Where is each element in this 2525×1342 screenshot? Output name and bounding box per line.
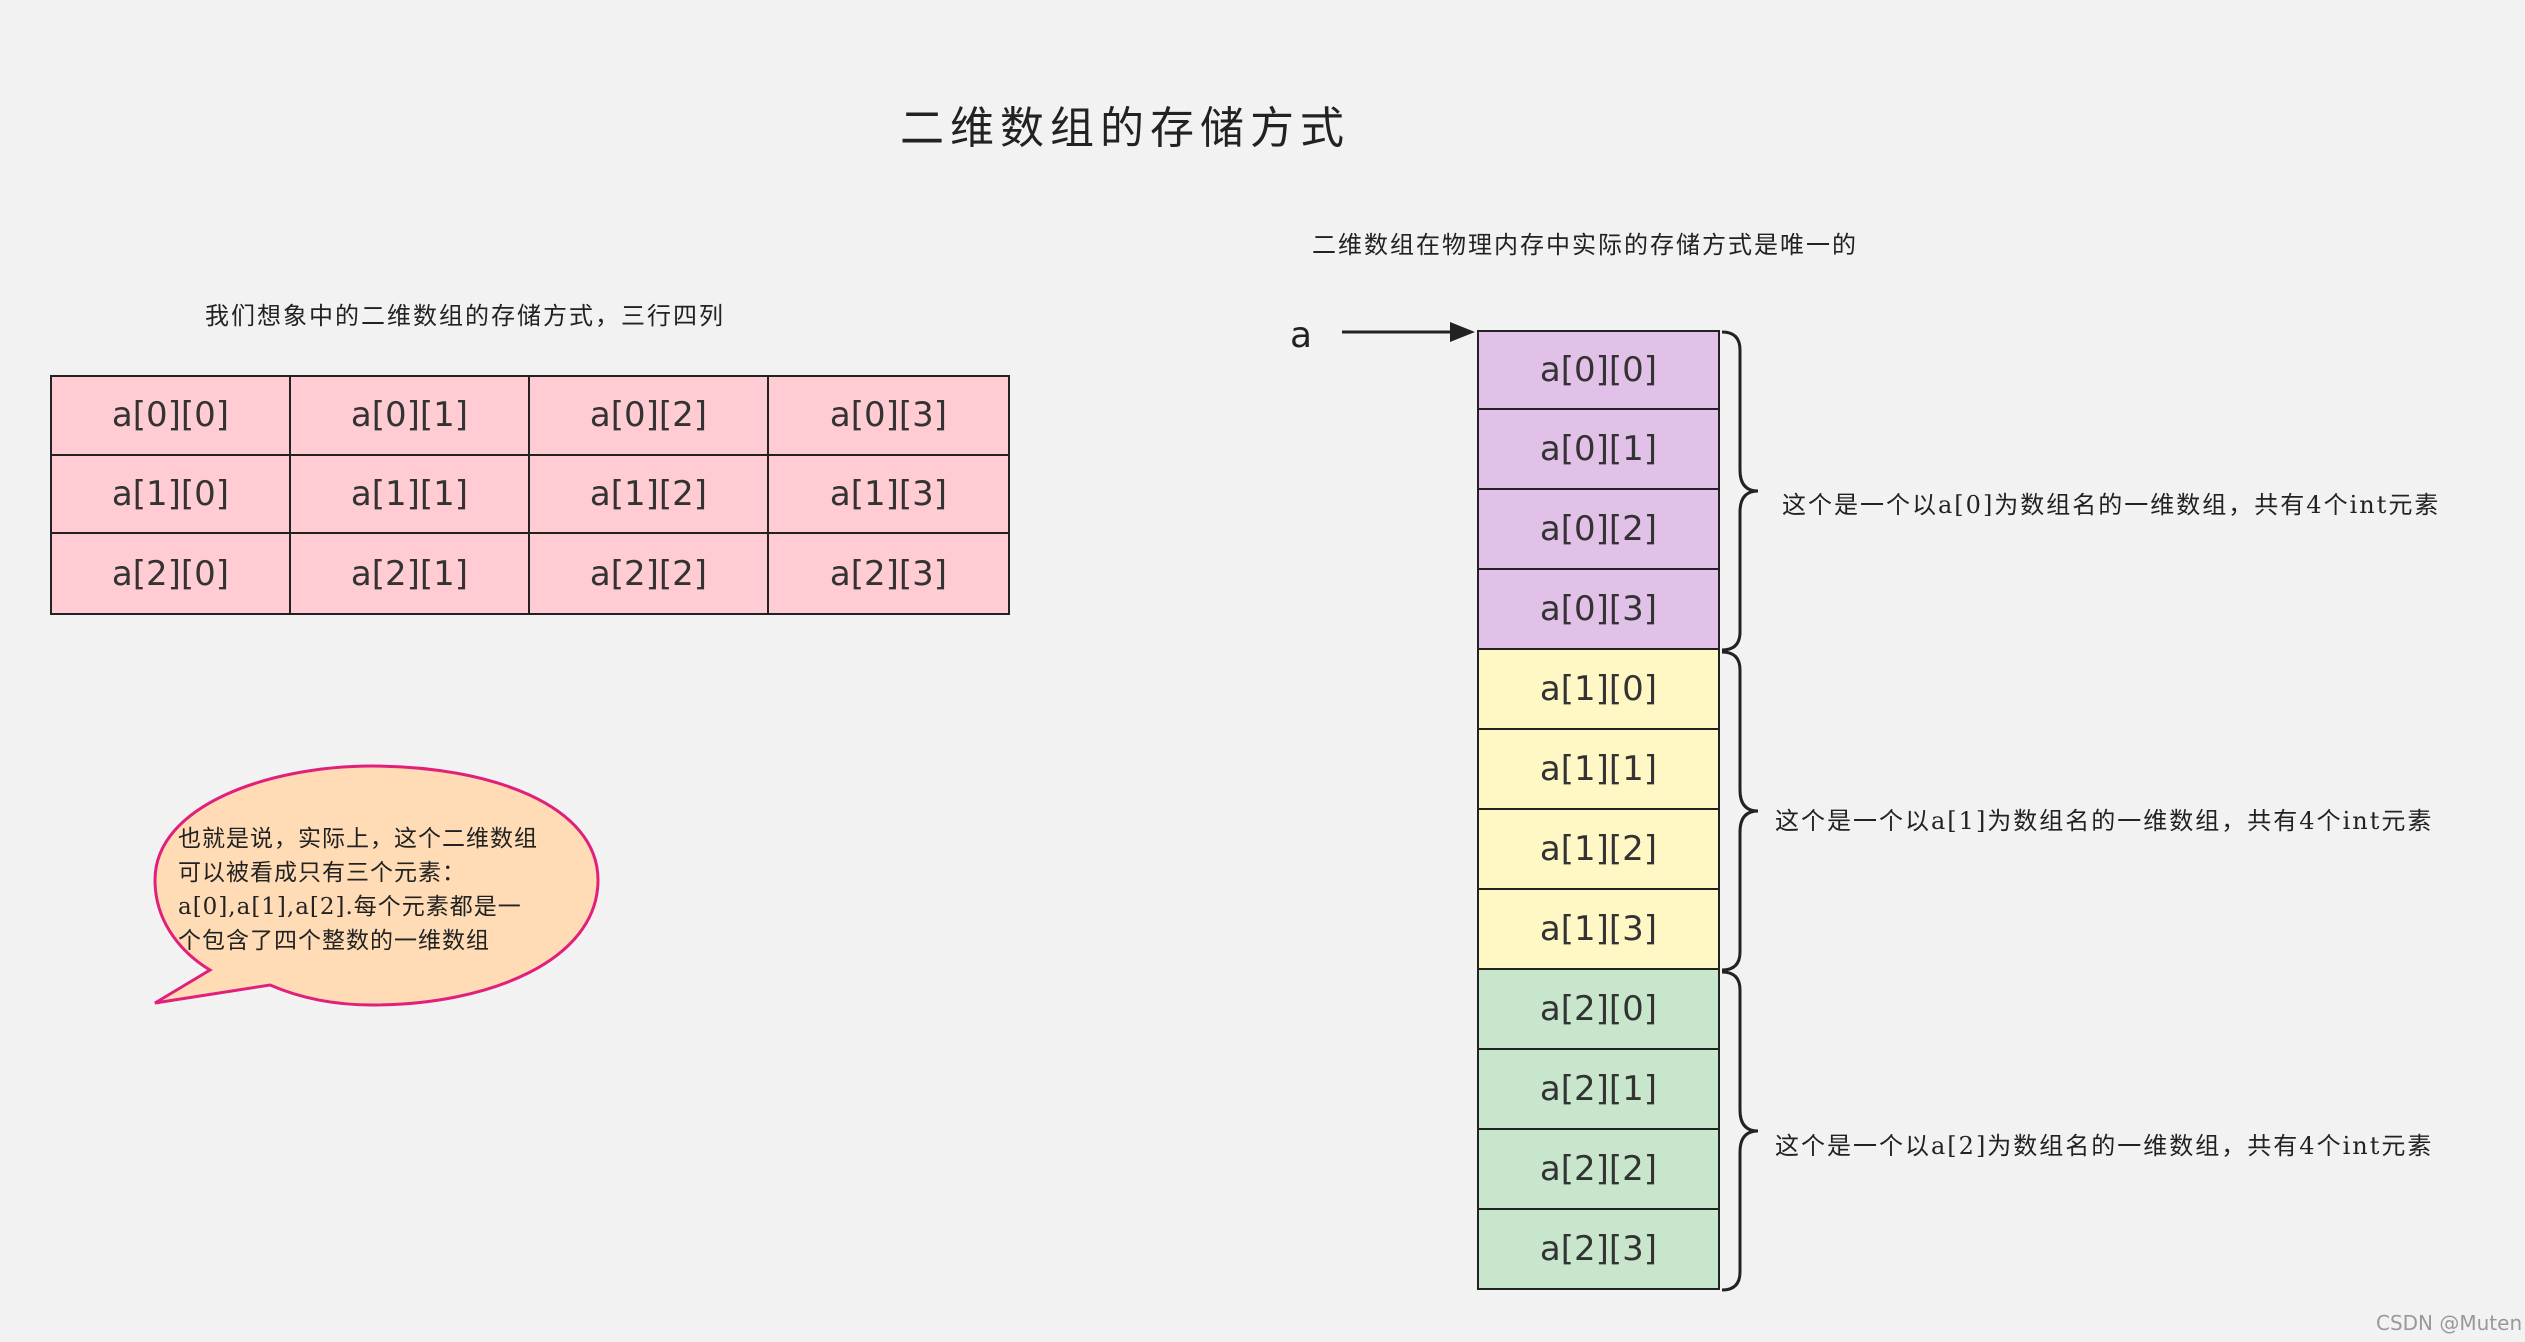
watermark: CSDN @Muten: [2376, 1311, 2523, 1335]
pointer-arrow-head: [1450, 322, 1475, 342]
grid-cell: a[1][1]: [291, 455, 530, 535]
bubble-text: 也就是说，实际上，这个二维数组 可以被看成只有三个元素： a[0],a[1],a…: [178, 822, 598, 958]
bubble-line: 也就是说，实际上，这个二维数组: [178, 826, 538, 852]
grid-cell: a[0][3]: [769, 377, 1008, 456]
memory-cell: a[0][2]: [1477, 490, 1720, 570]
memory-cell: a[0][0]: [1477, 330, 1720, 410]
left-caption: 我们想象中的二维数组的存储方式，三行四列: [205, 302, 725, 330]
grid-cell: a[2][0]: [52, 534, 291, 613]
brace-row-0: [1721, 330, 1759, 652]
memory-column: a[0][0] a[0][1] a[0][2] a[0][3] a[1][0] …: [1477, 330, 1720, 1290]
memory-cell: a[2][3]: [1477, 1210, 1720, 1290]
bubble-line: 可以被看成只有三个元素：: [178, 860, 466, 886]
right-caption: 二维数组在物理内存中实际的存储方式是唯一的: [1312, 231, 1858, 259]
memory-cell: a[0][1]: [1477, 410, 1720, 490]
memory-cell: a[2][0]: [1477, 970, 1720, 1050]
grid-cell: a[1][3]: [769, 456, 1008, 535]
page-title: 二维数组的存储方式: [900, 103, 1350, 154]
logical-grid: a[0][0] a[0][1] a[0][2] a[0][3] a[1][0] …: [50, 375, 1010, 615]
grid-cell: a[2][2]: [530, 534, 769, 613]
grid-cell: a[0][0]: [52, 377, 291, 456]
grid-cell: a[1][0]: [52, 455, 291, 535]
grid-cell: a[1][2]: [530, 455, 769, 535]
brace-row-2: [1721, 970, 1759, 1292]
grid-cell: a[2][3]: [829, 553, 948, 594]
grid-cell: a[0][1]: [291, 377, 530, 456]
memory-cell: a[2][2]: [1477, 1130, 1720, 1210]
speech-bubble-shape: [153, 764, 600, 1007]
brace-row-1: [1721, 650, 1759, 972]
memory-cell: a[2][1]: [1477, 1050, 1720, 1130]
grid-cell: a[0][2]: [530, 377, 769, 456]
brace-note-row-2: 这个是一个以a[2]为数组名的一维数组，共有4个int元素: [1775, 1132, 2434, 1160]
memory-cell: a[1][2]: [1477, 810, 1720, 890]
memory-cell: a[0][3]: [1477, 570, 1720, 650]
bubble-line: 个包含了四个整数的一维数组: [178, 928, 490, 954]
memory-cell: a[1][3]: [1477, 890, 1720, 970]
memory-cell: a[1][1]: [1477, 730, 1720, 810]
pointer-label: a: [1290, 315, 1313, 356]
memory-cell: a[1][0]: [1477, 650, 1720, 730]
grid-cell: a[2][1]: [291, 534, 530, 613]
brace-note-row-1: 这个是一个以a[1]为数组名的一维数组，共有4个int元素: [1775, 807, 2434, 835]
brace-note-row-0: 这个是一个以a[0]为数组名的一维数组，共有4个int元素: [1782, 491, 2441, 519]
bubble-line: a[0],a[1],a[2].每个元素都是一: [178, 894, 522, 920]
